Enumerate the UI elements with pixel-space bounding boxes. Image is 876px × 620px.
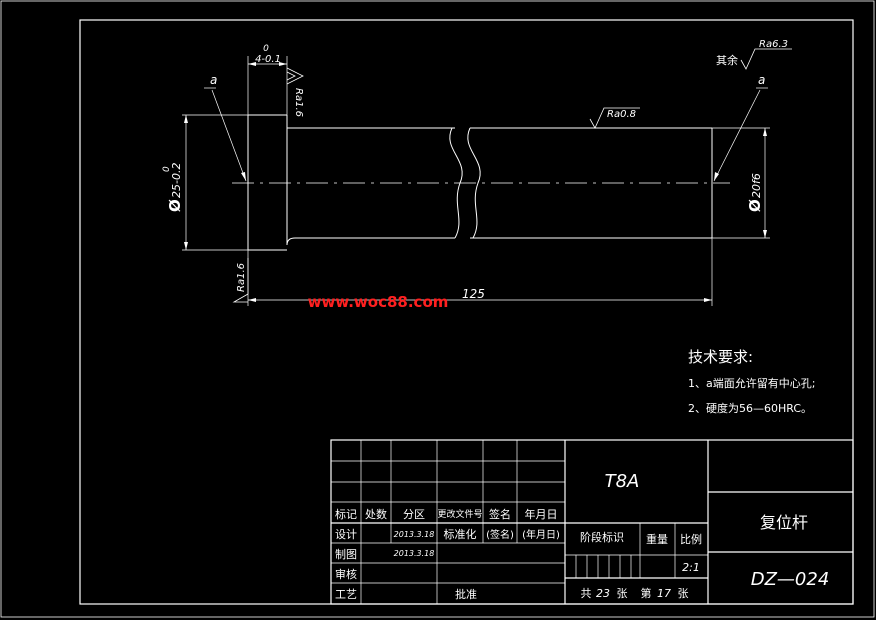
tb-jieduan: 阶段标识 bbox=[580, 530, 624, 544]
tb-part-name: 复位杆 bbox=[760, 513, 808, 532]
tech-line2: 2、硬度为56—60HRC。 bbox=[688, 401, 812, 415]
tb-zhitu-date: 2013.3.18 bbox=[394, 549, 435, 558]
tb-gengai: 更改文件号 bbox=[437, 508, 482, 520]
tb-shenhe: 审核 bbox=[335, 567, 357, 581]
tb-fenqu: 分区 bbox=[403, 508, 425, 521]
tech-line1: 1、a端面允许留有中心孔; bbox=[688, 376, 815, 390]
dia-small-symbol: Ø bbox=[746, 199, 764, 212]
tb-nianyueri: 年月日 bbox=[525, 507, 558, 521]
length-125: 125 bbox=[462, 287, 485, 301]
tb-zhang1: 张 bbox=[617, 587, 628, 600]
tb-sheet: 17 bbox=[657, 587, 671, 600]
tb-total: 23 bbox=[596, 587, 610, 600]
dia-small-value: 20f6 bbox=[750, 173, 763, 198]
tb-qianming-p: (签名) bbox=[486, 528, 514, 541]
tol-upper-left: 0 bbox=[263, 44, 269, 54]
roughness-symbols bbox=[232, 48, 792, 303]
tb-drawing-no: DZ—024 bbox=[751, 569, 830, 590]
tb-sheji: 设计 bbox=[335, 528, 357, 541]
tb-biaoji: 标记 bbox=[335, 507, 357, 521]
tech-title: 技术要求: bbox=[688, 348, 753, 366]
tb-bili: 比例 bbox=[680, 532, 702, 546]
rough-left-top: Ra1.6 bbox=[293, 88, 304, 117]
tb-pizhun: 批准 bbox=[455, 587, 477, 601]
tb-zhitu: 制图 bbox=[335, 548, 357, 561]
rough-mid: Ra0.8 bbox=[607, 109, 636, 120]
tb-gongyi: 工艺 bbox=[335, 588, 357, 601]
tb-qianming: 签名 bbox=[489, 507, 511, 521]
tol-lower-left: 4-0.1 bbox=[255, 54, 281, 65]
dia-small-label: Ø 20f6 bbox=[746, 173, 764, 212]
dia-big-upper: 0 bbox=[162, 166, 172, 172]
dia-big-symbol: Ø bbox=[166, 199, 184, 212]
label-a-right: a bbox=[758, 73, 765, 87]
rough-rest-value: Ra6.3 bbox=[759, 39, 788, 50]
arrowheads bbox=[184, 62, 767, 302]
tb-zhongliang: 重量 bbox=[646, 532, 668, 546]
tb-di: 第 bbox=[641, 586, 652, 600]
tb-sheji-date: 2013.3.18 bbox=[394, 530, 435, 539]
part-outline bbox=[247, 114, 713, 251]
tb-material: T8A bbox=[605, 471, 640, 492]
rough-left-bottom: Ra1.6 bbox=[236, 263, 247, 292]
rough-rest-prefix: 其余 bbox=[716, 53, 738, 67]
tb-nianyueri-p: (年月日) bbox=[522, 528, 560, 541]
tb-scale: 2:1 bbox=[682, 561, 700, 574]
dia-big-label: Ø 25-0.2 0 bbox=[162, 163, 184, 212]
tb-biaozhunhua: 标准化 bbox=[444, 527, 477, 541]
title-block-grid bbox=[330, 439, 854, 605]
label-a-left: a bbox=[210, 73, 217, 87]
tb-zhang2: 张 bbox=[678, 587, 689, 600]
dia-big-value: 25-0.2 bbox=[170, 163, 183, 198]
dimension-lines bbox=[182, 56, 770, 306]
tb-chushu: 处数 bbox=[365, 508, 387, 521]
tb-gong: 共 bbox=[581, 587, 592, 600]
watermark: www.woc88.com bbox=[308, 293, 449, 311]
